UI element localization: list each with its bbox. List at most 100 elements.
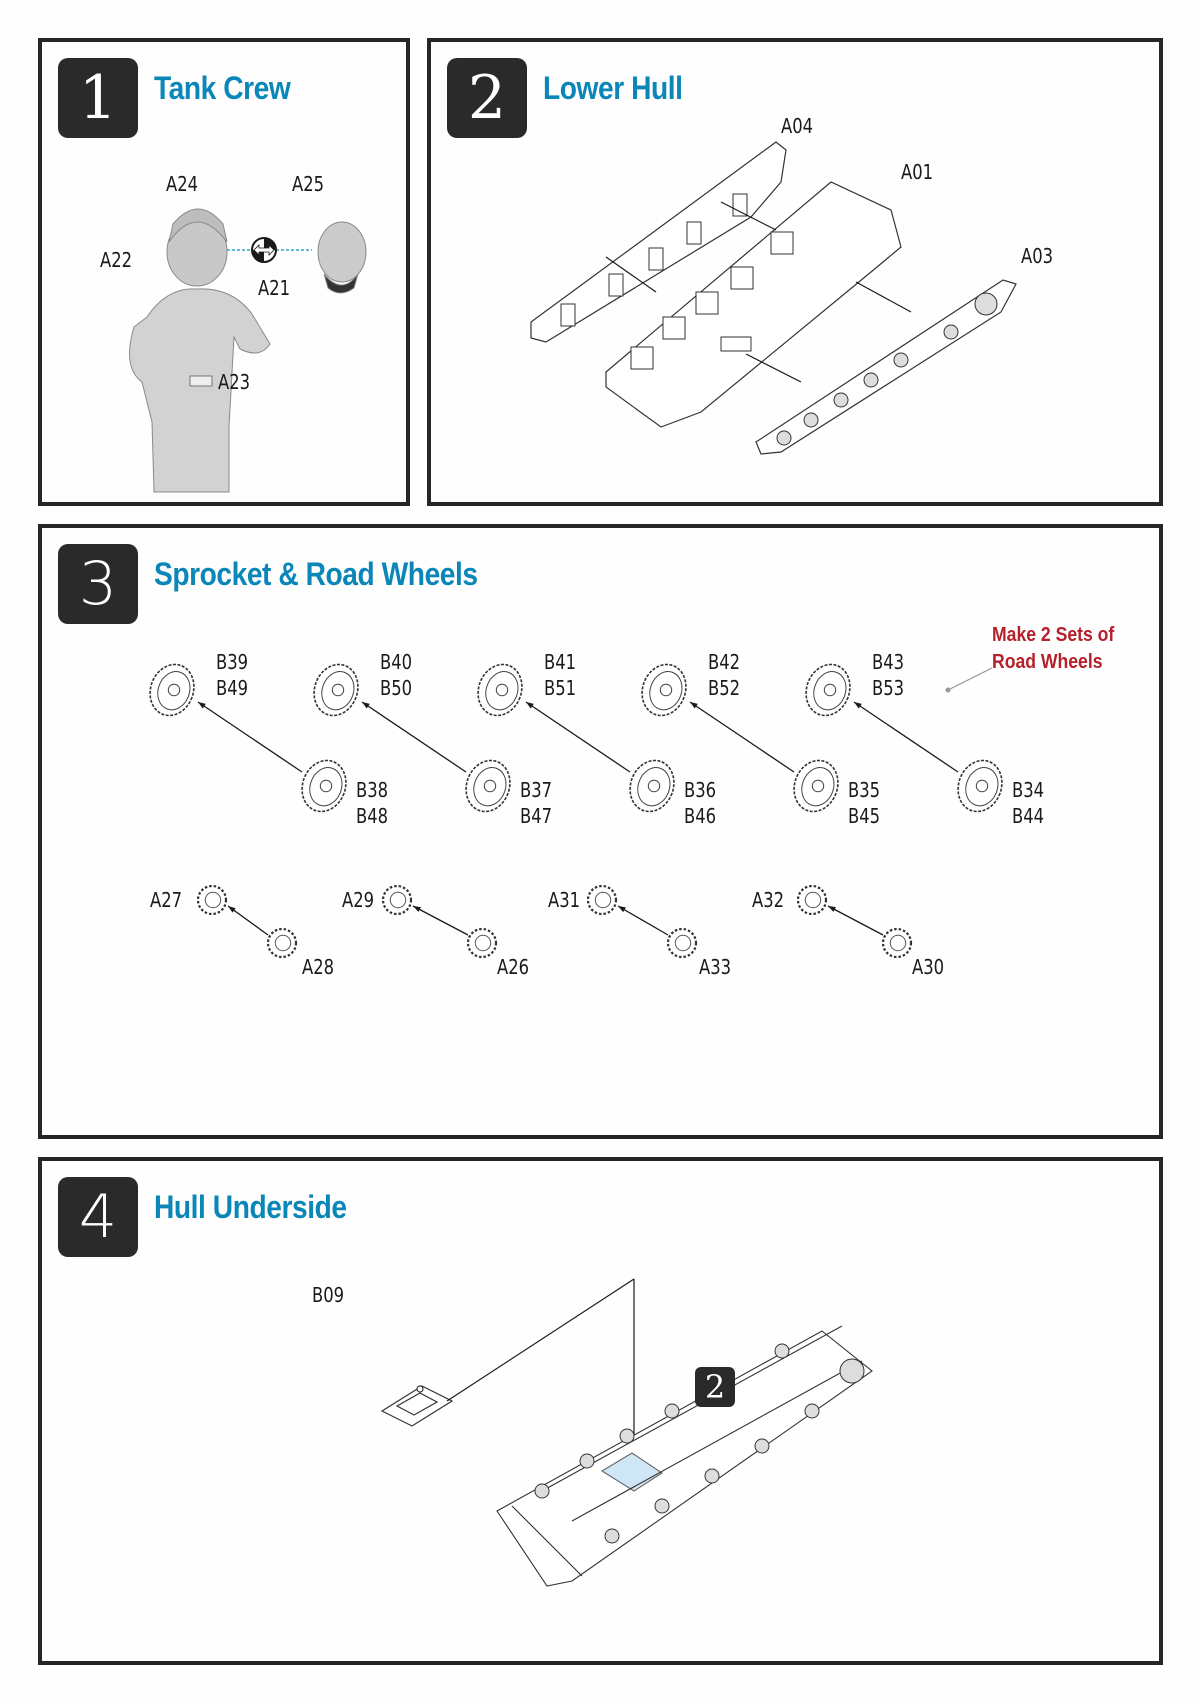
step-3-panel: 3 Sprocket & Road Wheels Make 2 Sets of … [38, 524, 1163, 1139]
outer-sprocket [381, 884, 413, 916]
inner-sprocket [266, 927, 298, 959]
part-label: A22 [100, 248, 133, 272]
note-line-1: Make 2 Sets of [992, 624, 1115, 646]
side-plate-a04 [530, 141, 787, 343]
part-label: A26 [497, 955, 530, 979]
part-label: B45 [848, 804, 881, 828]
hull-blocks [630, 231, 794, 370]
part-label: B50 [380, 676, 413, 700]
part-label: B40 [380, 650, 413, 674]
arrow-head [198, 702, 206, 709]
highlighted-panel [600, 1452, 664, 1492]
part-label: B48 [356, 804, 389, 828]
part-label: B34 [1012, 778, 1045, 802]
outer-road-wheel [641, 663, 687, 717]
assembly-lines [446, 1278, 635, 1446]
arrow-head [413, 906, 421, 912]
part-label: A04 [781, 114, 814, 138]
alternative-swap-icon [251, 237, 277, 263]
step-number-badge: 3 [58, 544, 138, 624]
part-label: A31 [548, 888, 581, 912]
part-label: A29 [342, 888, 375, 912]
outer-sprocket [796, 884, 828, 916]
arrow-head [854, 702, 862, 709]
part-label: B47 [520, 804, 553, 828]
lower-hull-diagram [530, 141, 1017, 455]
assembly-arrow [827, 905, 884, 936]
assembly-arrow [361, 701, 467, 773]
part-label: B42 [708, 650, 741, 674]
inner-sprocket [666, 927, 698, 959]
note-leader-line [947, 667, 993, 691]
part-label: B41 [544, 650, 577, 674]
part-label: B09 [312, 1283, 345, 1307]
inner-sprocket [881, 927, 913, 959]
part-label: A27 [150, 888, 183, 912]
inner-road-wheel [957, 759, 1003, 813]
arrow-head [362, 702, 370, 709]
assembly-arrows [605, 201, 912, 383]
inner-road-wheel [629, 759, 675, 813]
step-2-panel: 2 Lower Hull [427, 38, 1163, 506]
step-4-panel: 4 Hull Underside B09 2 [38, 1157, 1163, 1665]
alternative-head-illustration [317, 221, 367, 294]
outer-road-wheel [313, 663, 359, 717]
part-label: B39 [216, 650, 249, 674]
assembly-arrow [689, 701, 795, 773]
part-label: B43 [872, 650, 905, 674]
part-label: A03 [1021, 244, 1054, 268]
hatch-plate-b09 [380, 1385, 454, 1427]
hull-tub-a01 [605, 181, 902, 428]
part-label: B49 [216, 676, 249, 700]
step-number-badge: 1 [58, 58, 138, 138]
part-label: A25 [292, 172, 325, 196]
part-label: A21 [258, 276, 291, 300]
reference-step-badge: 2 [695, 1367, 735, 1407]
step-title: Hull Underside [154, 1189, 347, 1225]
part-label: A33 [699, 955, 732, 979]
part-label: A32 [752, 888, 785, 912]
part-label: B35 [848, 778, 881, 802]
part-label: B37 [520, 778, 553, 802]
hull-underside [496, 1325, 873, 1587]
outer-road-wheel [477, 663, 523, 717]
inner-sprocket [466, 927, 498, 959]
part-label: B46 [684, 804, 717, 828]
step-title: Tank Crew [154, 70, 291, 106]
note-line-2: Road Wheels [992, 651, 1103, 673]
step-title: Lower Hull [543, 70, 683, 106]
part-label: A28 [302, 955, 335, 979]
assembly-arrow [412, 905, 469, 936]
assembly-arrow [853, 701, 959, 773]
part-label: B44 [1012, 804, 1045, 828]
tank-crew-figure [129, 208, 367, 493]
part-label: A24 [166, 172, 199, 196]
part-label: B53 [872, 676, 905, 700]
assembly-arrow [227, 905, 269, 936]
arrow-head [228, 906, 236, 913]
outer-road-wheel [149, 663, 195, 717]
step-1-panel: 1 Tank Crew A24 A25 A22 A21 A23 [38, 38, 410, 506]
part-label: A01 [901, 160, 934, 184]
arrow-head [828, 906, 836, 912]
part-label: A23 [218, 370, 251, 394]
crew-figure-illustration [129, 208, 271, 493]
outer-sprocket [196, 884, 228, 916]
inner-road-wheel [793, 759, 839, 813]
inner-road-wheel [465, 759, 511, 813]
assembly-arrow [617, 905, 669, 936]
wheels-diagram [149, 663, 1003, 959]
part-label: B52 [708, 676, 741, 700]
step-number-badge: 2 [447, 58, 527, 138]
inner-road-wheel [301, 759, 347, 813]
arrow-head [618, 906, 626, 913]
part-label: B36 [684, 778, 717, 802]
assembly-arrow [525, 701, 631, 773]
arrow-head [526, 702, 534, 709]
step-number-badge: 4 [58, 1177, 138, 1257]
part-label: B38 [356, 778, 389, 802]
step-title: Sprocket & Road Wheels [154, 556, 478, 592]
side-plate-a03 [755, 279, 1017, 455]
part-label: A30 [912, 955, 945, 979]
assembly-arrow [197, 701, 303, 773]
